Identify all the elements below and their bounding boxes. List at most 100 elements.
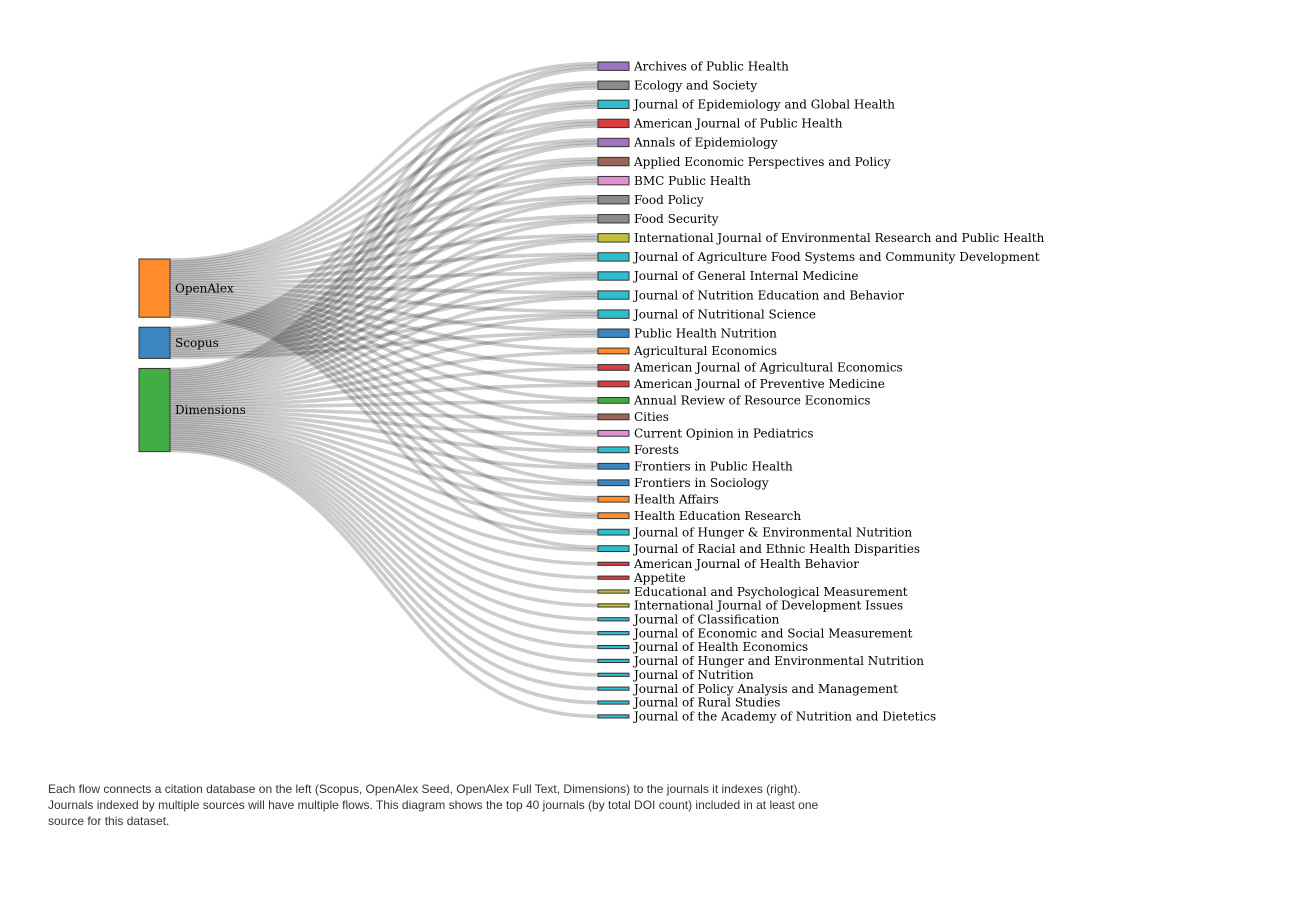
- journal-node[interactable]: Journal of Economic and Social Measureme…: [597, 626, 913, 640]
- journal-node-label: American Journal of Agricultural Economi…: [633, 361, 903, 375]
- flow-link: [169, 99, 599, 266]
- journal-node-bar[interactable]: [597, 380, 630, 388]
- journal-node-bar[interactable]: [597, 603, 630, 608]
- journal-node-bar[interactable]: [597, 658, 630, 664]
- journal-node-bar[interactable]: [597, 328, 630, 338]
- journal-node[interactable]: Health Education Research: [597, 509, 801, 523]
- journal-node-bar[interactable]: [597, 686, 630, 691]
- journal-node-bar[interactable]: [597, 561, 630, 566]
- journal-node-bar[interactable]: [597, 495, 630, 503]
- journal-node[interactable]: Frontiers in Public Health: [597, 459, 793, 473]
- journal-node[interactable]: Ecology and Society: [597, 78, 757, 92]
- journal-node-bar[interactable]: [597, 156, 630, 167]
- journal-node-bar[interactable]: [597, 80, 630, 90]
- flow-link: [169, 105, 599, 376]
- journal-node[interactable]: Appetite: [597, 571, 686, 585]
- journal-node[interactable]: American Journal of Agricultural Economi…: [597, 361, 903, 375]
- source-node-label: Scopus: [175, 336, 219, 350]
- flow-link: [169, 299, 599, 434]
- journal-node[interactable]: Current Opinion in Pediatrics: [597, 427, 814, 441]
- journal-node-bar[interactable]: [597, 137, 630, 148]
- journal-node[interactable]: Journal of Epidemiology and Global Healt…: [597, 98, 895, 112]
- journal-node[interactable]: Archives of Public Health: [597, 59, 789, 73]
- journal-node[interactable]: Journal of General Internal Medicine: [597, 269, 859, 283]
- journal-node-bar[interactable]: [597, 700, 630, 705]
- journal-node-bar[interactable]: [597, 364, 630, 371]
- journal-node[interactable]: Journal of Nutritional Science: [597, 307, 816, 321]
- source-node-bar[interactable]: [138, 367, 171, 453]
- journal-node[interactable]: Food Policy: [597, 193, 704, 207]
- journal-node-bar[interactable]: [597, 575, 630, 580]
- journal-node-bar[interactable]: [597, 195, 630, 205]
- journal-node[interactable]: Journal of Hunger and Environmental Nutr…: [597, 654, 924, 668]
- journal-node-bar[interactable]: [597, 309, 630, 319]
- journal-node-bar[interactable]: [597, 446, 630, 454]
- journal-node[interactable]: American Journal of Health Behavior: [597, 557, 859, 571]
- journal-node[interactable]: Agricultural Economics: [597, 344, 777, 358]
- journal-node-bar[interactable]: [597, 347, 630, 355]
- journal-node[interactable]: Journal of Policy Analysis and Managemen…: [597, 682, 898, 696]
- journal-node[interactable]: Health Affairs: [597, 492, 719, 506]
- journal-node[interactable]: Food Security: [597, 212, 719, 226]
- journal-node[interactable]: Frontiers in Sociology: [597, 476, 769, 490]
- journal-node[interactable]: Annual Review of Resource Economics: [597, 394, 870, 408]
- source-node[interactable]: OpenAlex: [138, 258, 234, 318]
- source-node-bar[interactable]: [138, 258, 171, 318]
- journal-node[interactable]: Journal of the Academy of Nutrition and …: [597, 710, 936, 724]
- journal-node-bar[interactable]: [597, 589, 630, 594]
- journal-node-bar[interactable]: [597, 479, 630, 487]
- journal-node-bar[interactable]: [597, 462, 630, 470]
- source-node[interactable]: Scopus: [138, 326, 219, 359]
- source-node[interactable]: Dimensions: [138, 367, 246, 453]
- journal-node-bar[interactable]: [597, 61, 630, 71]
- journal-node-bar[interactable]: [597, 233, 630, 243]
- journal-node-label: Journal of Health Economics: [632, 640, 808, 654]
- source-node-bar[interactable]: [138, 326, 171, 359]
- flow-link: [169, 257, 599, 393]
- journal-node[interactable]: Journal of Racial and Ethnic Health Disp…: [597, 542, 920, 556]
- flow-link: [169, 197, 599, 345]
- journal-node-bar[interactable]: [597, 118, 630, 129]
- journal-node[interactable]: Applied Economic Perspectives and Policy: [597, 155, 891, 169]
- journal-node[interactable]: Annals of Epidemiology: [597, 136, 778, 150]
- journal-node-bar[interactable]: [597, 214, 630, 224]
- journal-node[interactable]: Journal of Classification: [597, 612, 780, 626]
- journal-node-bar[interactable]: [597, 290, 630, 300]
- journal-node[interactable]: American Journal of Preventive Medicine: [597, 377, 885, 391]
- journal-node[interactable]: International Journal of Development Iss…: [597, 599, 903, 613]
- journal-node-bar[interactable]: [597, 413, 630, 421]
- journal-node-bar[interactable]: [597, 252, 630, 262]
- journal-node[interactable]: Journal of Health Economics: [597, 640, 808, 654]
- journal-node[interactable]: Journal of Hunger & Environmental Nutrit…: [597, 525, 912, 539]
- journal-node[interactable]: Forests: [597, 443, 679, 457]
- journal-node-bar[interactable]: [597, 396, 630, 404]
- journal-node[interactable]: Public Health Nutrition: [597, 326, 777, 340]
- journal-node-bar[interactable]: [597, 99, 630, 110]
- journal-node[interactable]: Journal of Nutrition Education and Behav…: [597, 288, 904, 302]
- flow-link: [169, 306, 599, 484]
- journal-node[interactable]: Journal of Agriculture Food Systems and …: [597, 250, 1040, 264]
- journal-node-bar[interactable]: [597, 672, 630, 677]
- journal-node-bar[interactable]: [597, 271, 630, 281]
- journal-node-bar[interactable]: [597, 644, 630, 650]
- journal-node[interactable]: BMC Public Health: [597, 174, 751, 188]
- journal-node[interactable]: American Journal of Public Health: [597, 117, 843, 131]
- journal-node-label: Journal of the Academy of Nutrition and …: [632, 710, 936, 724]
- journal-node[interactable]: Journal of Rural Studies: [597, 696, 780, 710]
- journal-node-bar[interactable]: [597, 512, 630, 520]
- flow-link: [169, 159, 599, 341]
- journal-node[interactable]: International Journal of Environmental R…: [597, 231, 1045, 245]
- journal-node-bar[interactable]: [597, 617, 630, 622]
- journal-node-bar[interactable]: [597, 175, 630, 186]
- journal-node[interactable]: Journal of Nutrition: [597, 668, 754, 682]
- journal-node-bar[interactable]: [597, 545, 630, 553]
- flow-link: [169, 425, 599, 566]
- journal-node-bar[interactable]: [597, 631, 630, 636]
- journal-node-bar[interactable]: [597, 528, 630, 536]
- journal-node-bar[interactable]: [597, 429, 630, 437]
- flow-link: [169, 419, 599, 519]
- journal-node[interactable]: Cities: [597, 410, 669, 424]
- journal-node-bar[interactable]: [597, 714, 630, 719]
- flows-group: [169, 61, 599, 719]
- journal-node[interactable]: Educational and Psychological Measuremen…: [597, 585, 908, 599]
